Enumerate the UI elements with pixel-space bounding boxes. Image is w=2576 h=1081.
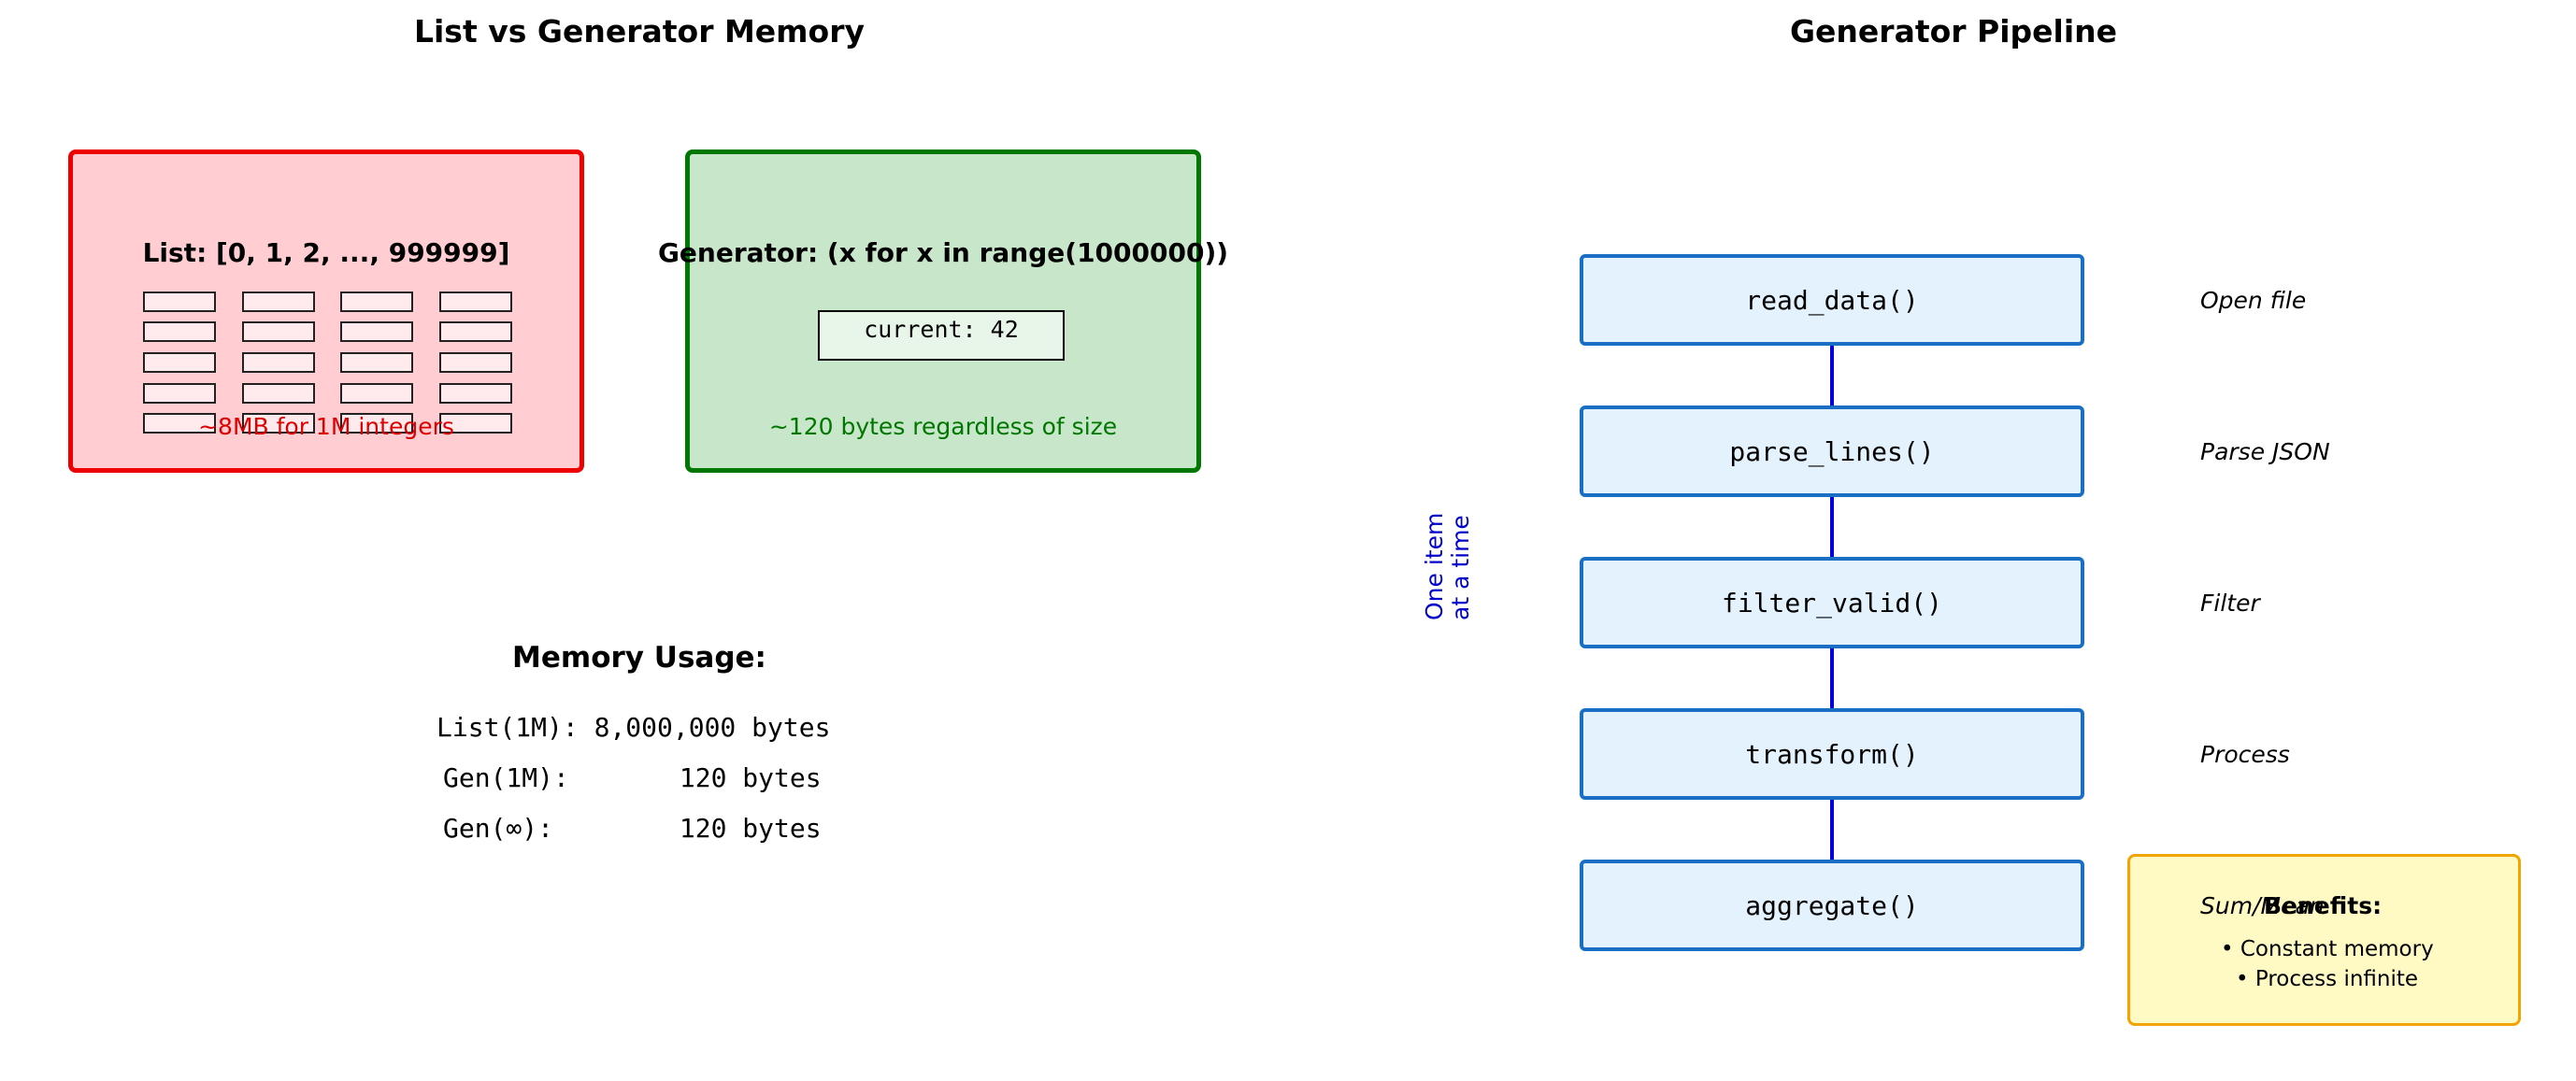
list-memory-note: ~8MB for 1M integers	[198, 413, 454, 440]
list-cell	[340, 383, 413, 404]
list-cell	[340, 292, 413, 312]
stage-description: Process	[2200, 741, 2290, 768]
flow-label-line-1: One item	[1421, 512, 1448, 620]
memory-usage-heading: Memory Usage:	[512, 641, 766, 675]
stage-description: Filter	[2200, 590, 2260, 617]
list-cell	[340, 413, 413, 434]
list-cell	[143, 352, 216, 373]
list-cell	[242, 321, 315, 342]
memory-usage-row: List(1M): 8,000,000 bytes	[436, 712, 831, 743]
generator-panel-title: Generator: (x for x in range(1000000))	[657, 237, 1229, 268]
list-cell	[439, 321, 512, 342]
list-cell	[242, 292, 315, 312]
pipeline-stage-transform: transform()	[1580, 708, 2084, 800]
stage-description: Sum/Mean	[2200, 892, 2325, 919]
pipeline-connector	[1830, 800, 1834, 860]
stage-function: read_data()	[1745, 284, 1919, 316]
list-panel-title: List: [0, 1, 2, ..., 999999]	[142, 237, 510, 268]
list-cell	[143, 413, 216, 434]
pipeline-stage-read-data: read_data()	[1580, 254, 2084, 346]
stage-function: filter_valid()	[1721, 587, 1942, 619]
pipeline-title: Generator Pipeline	[1789, 13, 2118, 50]
list-cell	[143, 292, 216, 312]
list-cell	[439, 413, 512, 434]
stage-description: Open file	[2200, 287, 2307, 314]
generator-current-value: current: 42	[818, 310, 1065, 361]
pipeline-connector	[1830, 497, 1834, 557]
list-cell	[242, 352, 315, 373]
pipeline-connector	[1830, 648, 1834, 708]
list-cell	[439, 383, 512, 404]
benefits-item: • Constant memory	[2221, 937, 2434, 961]
stage-description: Parse JSON	[2200, 438, 2330, 465]
benefits-box	[2127, 854, 2521, 1026]
benefits-item: • Process infinite	[2236, 967, 2419, 991]
memory-usage-row: Gen(∞): 120 bytes	[443, 813, 822, 844]
list-cell	[340, 352, 413, 373]
pipeline-stage-filter-valid: filter_valid()	[1580, 557, 2084, 648]
list-cell	[439, 352, 512, 373]
list-cell	[242, 413, 315, 434]
stage-function: aggregate()	[1745, 889, 1919, 921]
list-cell	[242, 383, 315, 404]
stage-function: transform()	[1745, 738, 1919, 770]
generator-memory-note: ~120 bytes regardless of size	[768, 413, 1118, 440]
list-cell	[143, 383, 216, 404]
pipeline-stage-aggregate: aggregate()	[1580, 860, 2084, 951]
list-cell	[340, 321, 413, 342]
pipeline-stage-parse-lines: parse_lines()	[1580, 405, 2084, 497]
pipeline-connector	[1830, 346, 1834, 405]
flow-label-line-2: at a time	[1447, 515, 1474, 620]
stage-function: parse_lines()	[1729, 435, 1935, 467]
list-cell	[143, 321, 216, 342]
flow-label: One item at a time	[1421, 505, 1496, 635]
memory-usage-row: Gen(1M): 120 bytes	[443, 762, 822, 793]
memory-diagram-title: List vs Generator Memory	[413, 13, 866, 50]
list-cell	[439, 292, 512, 312]
generator-panel	[685, 149, 1201, 473]
benefits-heading: Benefits:	[2264, 892, 2383, 919]
